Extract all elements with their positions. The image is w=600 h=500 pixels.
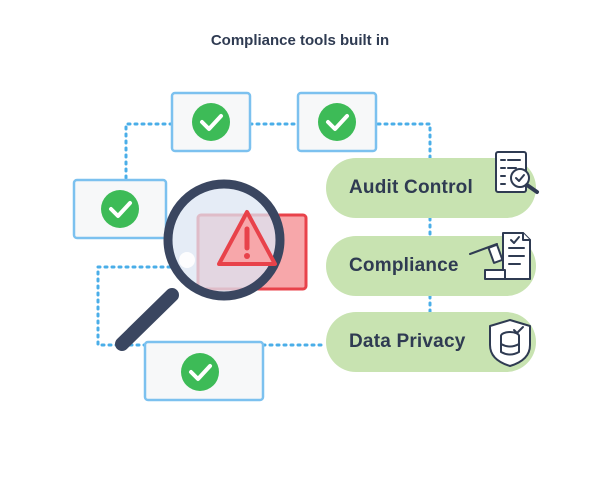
pill-data-privacy bbox=[326, 312, 536, 372]
audit-document-magnifier-icon bbox=[495, 151, 539, 194]
pill-label-audit-control: Audit Control bbox=[349, 177, 473, 198]
checkmark-icon bbox=[101, 190, 139, 228]
checkmark-icon bbox=[318, 103, 356, 141]
gavel-document-icon bbox=[469, 232, 531, 280]
pill-label-compliance: Compliance bbox=[349, 255, 459, 276]
check-box bbox=[296, 91, 378, 153]
pill-audit-control bbox=[326, 158, 536, 218]
pill-compliance bbox=[326, 236, 536, 296]
diagram-title: Compliance tools built in bbox=[210, 32, 390, 49]
pill-label-data-privacy: Data Privacy bbox=[349, 331, 466, 352]
check-box bbox=[72, 178, 168, 240]
check-box bbox=[143, 340, 265, 402]
magnifying-glass-icon bbox=[115, 179, 285, 351]
warning-triangle-icon bbox=[217, 210, 277, 266]
checkmark-icon bbox=[181, 353, 219, 391]
shield-database-icon bbox=[489, 319, 531, 367]
checkmark-icon bbox=[192, 103, 230, 141]
check-box bbox=[170, 91, 252, 153]
